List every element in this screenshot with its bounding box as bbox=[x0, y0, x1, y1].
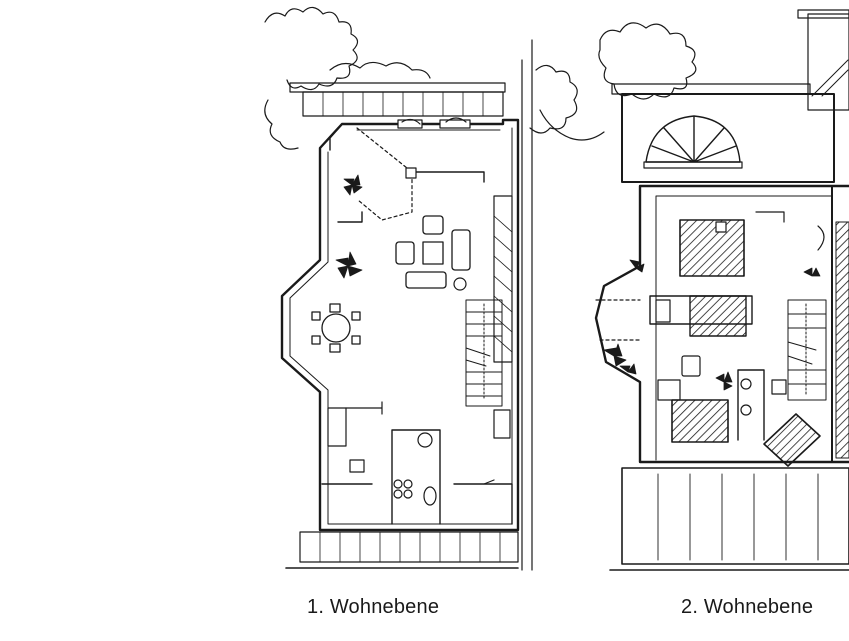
chimney-block bbox=[807, 13, 849, 111]
washbasin-3 bbox=[740, 404, 752, 416]
chair bbox=[655, 299, 671, 323]
window-top-2 bbox=[439, 119, 471, 129]
chimney-cap bbox=[797, 9, 849, 19]
right-wall-hatch bbox=[835, 221, 849, 459]
terrace-bottom-2 bbox=[621, 467, 849, 565]
terrace-bottom-2-boards bbox=[657, 473, 819, 561]
bath-walls-2 bbox=[737, 369, 765, 441]
closet-arrow bbox=[755, 211, 785, 223]
side-table bbox=[453, 277, 467, 291]
storage-room bbox=[453, 483, 513, 525]
outer-wall-level-1 bbox=[280, 118, 520, 532]
armchair bbox=[681, 355, 701, 377]
inner-wall-2 bbox=[655, 195, 833, 461]
tree-outline-top-left bbox=[264, 6, 359, 91]
tree-outline-top-right bbox=[329, 61, 431, 79]
fan-window bbox=[645, 115, 741, 163]
dining-table bbox=[311, 303, 361, 353]
toilet-2 bbox=[771, 379, 787, 395]
tree-outline-left bbox=[264, 99, 299, 150]
kitchen-wall bbox=[345, 401, 383, 415]
caption-level-1: 1. Wohnebene bbox=[307, 596, 440, 618]
shelving-lines bbox=[493, 215, 513, 353]
plan-level-2 bbox=[529, 9, 849, 571]
sofa-set bbox=[395, 215, 471, 289]
caption-level-2: 2. Wohnebene bbox=[681, 596, 814, 618]
wall-shelving bbox=[493, 195, 513, 363]
bed-hatched-2 bbox=[671, 399, 729, 443]
terrace-bottom bbox=[299, 531, 519, 563]
chimney-lines bbox=[811, 59, 849, 97]
terrace-bottom-boards bbox=[319, 531, 501, 563]
plant-symbol-3 bbox=[603, 259, 645, 375]
roof-edge-top bbox=[289, 82, 506, 93]
stove-burners bbox=[393, 479, 413, 499]
nightstand bbox=[657, 379, 681, 401]
toilet bbox=[423, 486, 437, 506]
bed-hatched-1 bbox=[679, 219, 745, 277]
washbasin-2 bbox=[740, 378, 752, 390]
plant-symbol-5 bbox=[803, 267, 821, 277]
roof-edge-2 bbox=[611, 83, 811, 95]
appliance bbox=[349, 459, 365, 473]
shelf-bottom bbox=[493, 409, 511, 439]
bath-walls bbox=[391, 429, 441, 525]
fan-window-sill bbox=[643, 161, 743, 169]
bay-corner bbox=[329, 123, 343, 151]
dashed-zone-outline bbox=[356, 127, 413, 221]
tree-outline-left-2 bbox=[529, 64, 578, 134]
column bbox=[405, 167, 417, 179]
shower-hatched bbox=[763, 413, 821, 467]
staircase-level-1 bbox=[465, 299, 503, 407]
plan-level-1 bbox=[264, 6, 520, 569]
inner-wall-line-level-1 bbox=[289, 127, 513, 525]
pillow-1 bbox=[715, 221, 727, 233]
terrace-top-boards bbox=[322, 91, 484, 117]
window-top-1 bbox=[397, 119, 423, 129]
plant-symbol-1 bbox=[343, 174, 363, 196]
kitchen-counter bbox=[327, 407, 347, 447]
bay-dashes bbox=[595, 299, 641, 341]
dormer-room bbox=[621, 93, 835, 183]
door-swing-right bbox=[817, 225, 825, 251]
stub-wall bbox=[337, 211, 363, 223]
window-swing bbox=[401, 117, 467, 125]
washbasin bbox=[417, 432, 433, 448]
staircase-level-2 bbox=[787, 299, 827, 401]
plant-symbol-4 bbox=[715, 371, 733, 391]
partition-top bbox=[411, 171, 485, 183]
tree-outline-top bbox=[598, 22, 697, 100]
door-arrow bbox=[483, 479, 495, 485]
tree-branch bbox=[539, 109, 605, 141]
plant-symbol-2 bbox=[335, 251, 363, 279]
wardrobe-hatched bbox=[689, 295, 747, 337]
